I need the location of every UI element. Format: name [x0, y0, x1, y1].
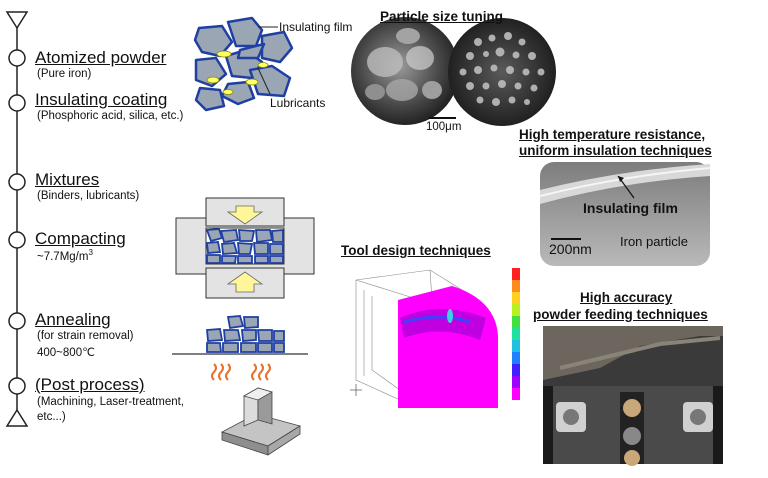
tem-image: [539, 162, 711, 266]
step-post-process-sub: (Machining, Laser-treatment,: [37, 396, 185, 408]
step-post-process-title: (Post process): [35, 375, 145, 394]
feeding-heading-line2: powder feeding techniques: [533, 307, 708, 322]
step-insulating-coating-sub: (Phosphoric acid, silica, etc.): [37, 110, 184, 122]
start-triangle: [5, 11, 29, 30]
step-atomized-powder-sub: (Pure iron): [37, 68, 92, 80]
tem-film-label: Insulating film: [583, 200, 678, 216]
step-circle: [8, 377, 26, 395]
step-circle: [8, 173, 26, 191]
step-mixtures-sub: (Binders, lubricants): [37, 190, 140, 202]
step-mixtures-title: Mixtures: [35, 170, 100, 189]
feeding-heading-line1: High accuracy: [580, 290, 673, 305]
step-compacting-sub: ~7.7Mg/m3: [37, 248, 93, 263]
sem-image-coarse: [351, 17, 459, 125]
compaction-die: [175, 197, 315, 299]
compacting-density-exponent: 3: [88, 248, 93, 257]
step-annealing-temp: 400~800℃: [37, 347, 96, 359]
sem-scale-label: 100μm: [426, 121, 462, 133]
powder-feeding-photo: [543, 326, 723, 466]
heat-waves-icon: [211, 363, 271, 381]
step-circle: [8, 312, 26, 330]
lubricant-pointer: [257, 67, 271, 95]
tem-iron-particle-label: Iron particle: [620, 234, 688, 249]
color-legend-bar: [512, 268, 520, 400]
tool-simulation-image: [340, 264, 524, 408]
sem-image-fine: [448, 18, 556, 126]
insulating-film-label: Insulating film: [279, 20, 353, 34]
compacting-density: ~7.7Mg/m: [37, 250, 89, 263]
end-triangle: [5, 408, 29, 427]
step-circle: [8, 49, 26, 67]
step-annealing-sub: (for strain removal): [37, 330, 134, 342]
step-circle: [8, 94, 26, 112]
step-insulating-coating-title: Insulating coating: [35, 90, 168, 109]
annealed-compact: [172, 315, 308, 355]
step-compacting-title: Compacting: [35, 229, 126, 248]
tool-design-heading: Tool design techniques: [341, 243, 491, 258]
step-annealing-title: Annealing: [35, 310, 111, 329]
lubricant-particles: [206, 50, 269, 95]
high-temp-heading-line2: uniform insulation techniques: [519, 143, 712, 158]
step-post-process-sub2: etc...): [37, 411, 66, 423]
high-temp-heading-line1: High temperature resistance,: [519, 127, 706, 142]
coated-powder-illustration: [193, 16, 294, 112]
particle-size-heading: Particle size tuning: [380, 9, 504, 24]
step-circle: [8, 231, 26, 249]
machined-part: [220, 387, 301, 456]
lubricants-label: Lubricants: [270, 96, 326, 110]
tem-scale-label: 200nm: [549, 241, 592, 257]
step-atomized-powder-title: Atomized powder: [35, 48, 167, 67]
